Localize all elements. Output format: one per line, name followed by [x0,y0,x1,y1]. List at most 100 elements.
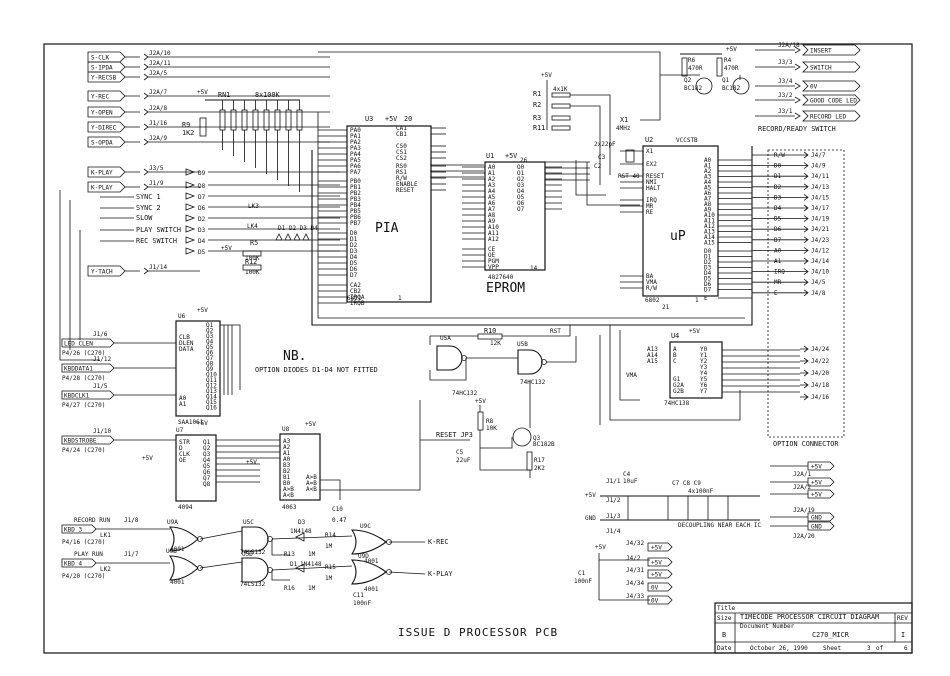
eprom-name: EPROM [486,281,525,296]
up-pin-a7: A7 [704,196,712,203]
pia-pin-pa4: PA4 [350,151,361,158]
switch-label-2: SLOW [136,214,153,222]
svg-text:A>B: A>B [306,474,317,481]
led-pin: P4/27 (C270) [62,402,105,409]
svg-text:B3: B3 [283,462,291,469]
r17-value: 2K2 [534,465,545,472]
u9b-ref: U9B [166,548,177,555]
u5b-part: 74HC132 [520,379,546,386]
svg-text:+5V: +5V [505,152,517,160]
option-conn: J4/17 [811,205,829,212]
led-signal-kbdstrobe: KBDSTROBE [64,438,97,445]
u6-q-pin: Q10 [206,372,217,379]
svg-text:C2: C2 [594,163,602,170]
u6-q-pin: Q11 [206,377,217,384]
u6-q-pin: Q4 [206,339,214,346]
kbd-link: LK2 [100,566,111,573]
note-nb: NB. [283,349,306,364]
of-value: 6 [904,645,908,652]
option-conn: J4/14 [811,258,829,265]
signal-conn: J2A/5 [149,70,167,77]
supply-conn: J2A/20 [793,533,815,540]
svg-text:+5V: +5V [385,115,397,123]
r16-value: 1M [308,585,316,592]
svg-text:+5V: +5V [305,421,316,428]
eprom-pin-a0: A0 [488,164,496,171]
c11-ref: C11 [353,592,364,599]
c7-c9-refs: C7 C8 C9 [672,480,701,487]
r13-value: 1M [308,551,316,558]
r14-value: 1M [325,543,333,550]
decoupling: C4 10uF C7 C8 C9 4x100nF DECOUPLING NEAR… [585,461,835,540]
pia-pin-rw: R/W [396,175,407,182]
up-name: uP [670,229,686,244]
kbd-pin: P4/16 (C270) [62,539,105,546]
supply-gnd: GND [811,515,822,522]
r15-ref: R15 [325,564,336,571]
option-conn: J4/9 [811,163,826,170]
svg-text:Y1: Y1 [700,352,708,359]
svg-text:+5V: +5V [197,89,208,96]
switch-label-3: PLAY SWITCH [136,226,181,234]
u7-q-pin: Q5 [203,463,211,470]
u6-q-pin: Q14 [206,394,217,401]
up-chip: U2 VCCSTB uP 6802 21 1 X1EX2RESETNMIHALT… [620,136,752,311]
svg-text:+5V: +5V [585,492,596,499]
led-conn: J1/12 [93,356,111,363]
r15-value: 1M [325,575,333,582]
up-pin-a4: A4 [704,179,712,186]
svg-text:Y6: Y6 [700,382,708,389]
u8-part: 4063 [282,504,297,511]
option-conn: J4/11 [811,173,829,180]
option-conn-2: J4/22 [811,358,829,365]
k-rec-output: K-REC [428,538,448,546]
signal-conn: J2A/7 [149,89,167,96]
k-play-output: K-PLAY [428,570,453,578]
option-conn: J4/7 [811,152,826,159]
u9b-part: 4001 [170,579,185,586]
svg-text:+5V: +5V [246,459,257,466]
led-pin: P4/28 (C270) [62,375,105,382]
q2-value: BC182 [684,85,702,92]
conn-j3/3: J3/3 [778,59,793,66]
eprom-pin-a11: A11 [488,230,499,237]
svg-text:A1: A1 [179,401,187,408]
up-pin-a9: A9 [704,207,712,214]
diode-d9: D9 [198,170,206,177]
svg-text:A1: A1 [283,450,291,457]
signal-y-rec: Y-REC [91,94,109,101]
pia-pin-pb0: PB0 [350,178,361,185]
up-pin-ba: BA [646,273,654,280]
eprom-pin-pgm: PGM [488,258,499,265]
j4-power: +5V C1 100nF J4/32+5VJ4/2+5VJ4/31+5VJ4/3… [574,540,673,605]
record-ready-label: RECORD/READY SWITCH [758,125,836,133]
up-pin21: 21 [662,304,670,311]
kbd-signal-kbd-3: KBD 3 [64,527,82,534]
j4-power-label: +5V [651,572,662,579]
eprom-pin-o5: O5 [517,194,525,201]
signal-flag [87,136,126,148]
u9d-part: 4001 [364,586,379,593]
reset-jp3: RESET JP3 [436,431,473,439]
title-block: Title TIMECODE PROCESSOR CIRCUIT DIAGRAM… [714,602,913,654]
svg-text:+5V: +5V [595,544,606,551]
eprom-pin-a2: A2 [488,176,496,183]
j4-power-conn: J4/32 [626,540,644,547]
svg-text:G2B: G2B [673,388,684,395]
eprom-pin-a7: A7 [488,206,496,213]
led-pin: P4/26 (C270) [62,350,105,357]
sheet-border [43,43,913,654]
pia-pin-cs2: CS2 [396,155,407,162]
signal-switch: SWITCH [810,65,832,72]
svg-text:STR: STR [179,439,190,446]
r12-ref: R12 [245,258,257,266]
signal-record-led: RECORD LED [810,114,847,121]
option-conn: J4/15 [811,194,829,201]
svg-text:Y2: Y2 [700,358,708,365]
pia-pin-d4: D4 [350,254,358,261]
j4-power-conn: J4/33 [626,593,644,600]
up-pin-a0: A0 [704,157,712,164]
size-value: B [722,631,726,639]
pullup-value: 4x1K [553,86,568,93]
